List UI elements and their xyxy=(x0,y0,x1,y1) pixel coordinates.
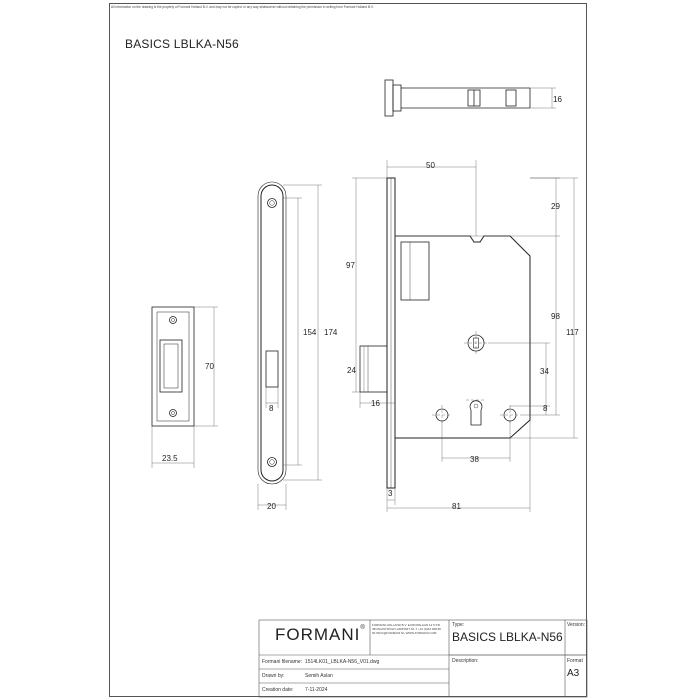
dim-38: 38 xyxy=(470,455,479,464)
dim-98: 98 xyxy=(551,312,560,321)
dim-174: 174 xyxy=(324,328,338,337)
dim-70: 70 xyxy=(205,362,214,371)
version-label: Version: xyxy=(567,622,586,628)
drawing-title: BASICS LBLKA-N56 xyxy=(125,37,239,51)
lock-body xyxy=(359,177,531,489)
formani-logo: FORMANI® xyxy=(275,625,366,644)
format-value: A3 xyxy=(567,668,580,679)
dim-24: 24 xyxy=(347,366,356,375)
type-label: Type: xyxy=(452,622,465,628)
creation-date-label: Creation date: xyxy=(262,687,294,693)
description-label: Description: xyxy=(452,658,479,664)
drawn-by-value: Semih Aslan xyxy=(305,673,333,679)
lock-top-view xyxy=(384,79,531,117)
format-label: Format xyxy=(567,658,583,664)
drawing-frame xyxy=(109,3,587,697)
dim-117: 117 xyxy=(566,328,579,337)
strike-plate xyxy=(151,306,195,427)
dim-34: 34 xyxy=(540,367,549,376)
faceplate xyxy=(257,181,287,485)
dim-97: 97 xyxy=(346,261,355,270)
dim-29: 29 xyxy=(551,202,560,211)
title-block-frame xyxy=(258,619,588,698)
company-address: FORMANI HOLLAND B.V. EUROPALAAN 12 5 PR … xyxy=(372,623,441,635)
dim-16-side: 16 xyxy=(371,399,380,408)
dim-20: 20 xyxy=(267,502,276,511)
dim-16-top: 16 xyxy=(553,95,562,104)
creation-date-value: 7-11-2024 xyxy=(305,687,328,693)
drawn-by-label: Drawn by: xyxy=(262,673,285,679)
filename-value: 1514LK01_LBLKA-N56_V01.dwg xyxy=(305,659,380,665)
dim-8-right: 8 xyxy=(543,404,548,413)
dim-3: 3 xyxy=(388,489,393,498)
dim-23-5: 23.5 xyxy=(162,454,178,463)
type-value: BASICS LBLKA-N56 xyxy=(452,630,563,644)
dim-154: 154 xyxy=(303,328,317,337)
filename-label: Formani filename: xyxy=(262,659,303,665)
dim-50: 50 xyxy=(426,161,435,170)
dim-81: 81 xyxy=(452,502,461,511)
copyright-notice: All information on the drawing is the pr… xyxy=(111,5,374,9)
dim-8-strike: 8 xyxy=(269,404,274,413)
